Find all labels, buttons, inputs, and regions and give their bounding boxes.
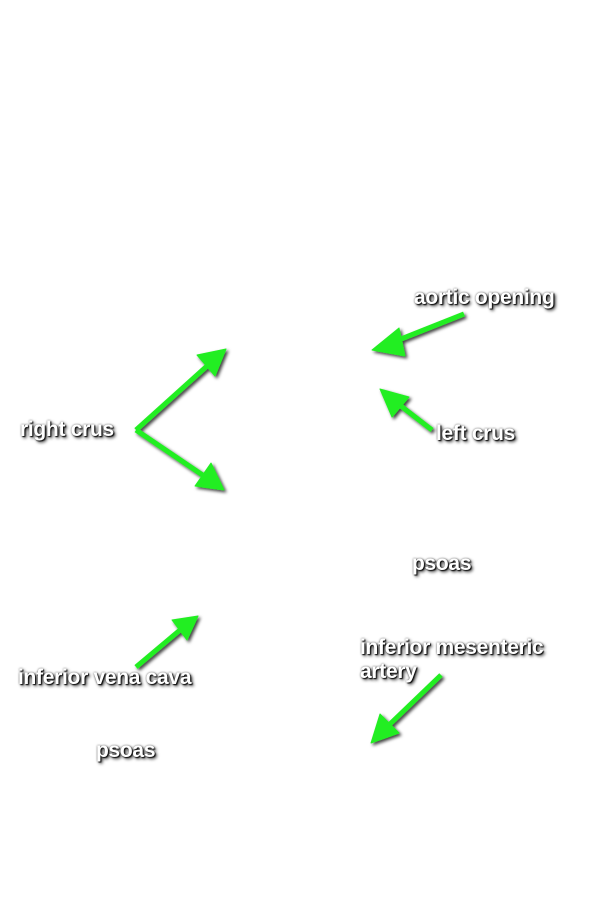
arrow-right-crus-upper <box>134 348 227 432</box>
arrow-left-crus <box>379 388 434 432</box>
label-inferior-mesenteric-artery: inferior mesenteric artery <box>360 636 544 684</box>
label-inferior-vena-cava: inferior vena cava <box>18 666 192 689</box>
label-inferior-mesenteric-artery-line2: artery <box>360 660 417 683</box>
label-psoas-left: psoas <box>96 739 156 762</box>
arrow-inferior-mesenteric-artery <box>370 673 443 744</box>
label-aortic-opening: aortic opening <box>414 286 555 309</box>
arrow-aortic-opening <box>371 311 465 357</box>
arrow-right-crus-lower <box>134 427 225 491</box>
arrow-inferior-vena-cava <box>134 615 199 669</box>
label-right-crus: right crus <box>20 418 114 441</box>
label-psoas-right: psoas <box>412 552 472 575</box>
label-inferior-mesenteric-artery-line1: inferior mesenteric <box>360 636 544 659</box>
label-left-crus: left crus <box>436 422 515 445</box>
